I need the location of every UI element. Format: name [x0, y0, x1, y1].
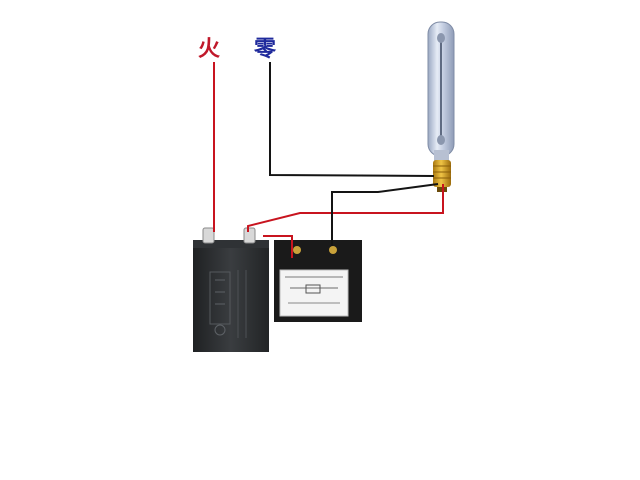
igniter: [274, 240, 362, 322]
live-wire: [213, 62, 444, 258]
lamp: [427, 21, 455, 192]
live-label: 火: [198, 36, 221, 62]
ballast: [193, 227, 269, 352]
neutral-wire: [269, 62, 439, 246]
neutral-label: 零: [254, 36, 277, 62]
